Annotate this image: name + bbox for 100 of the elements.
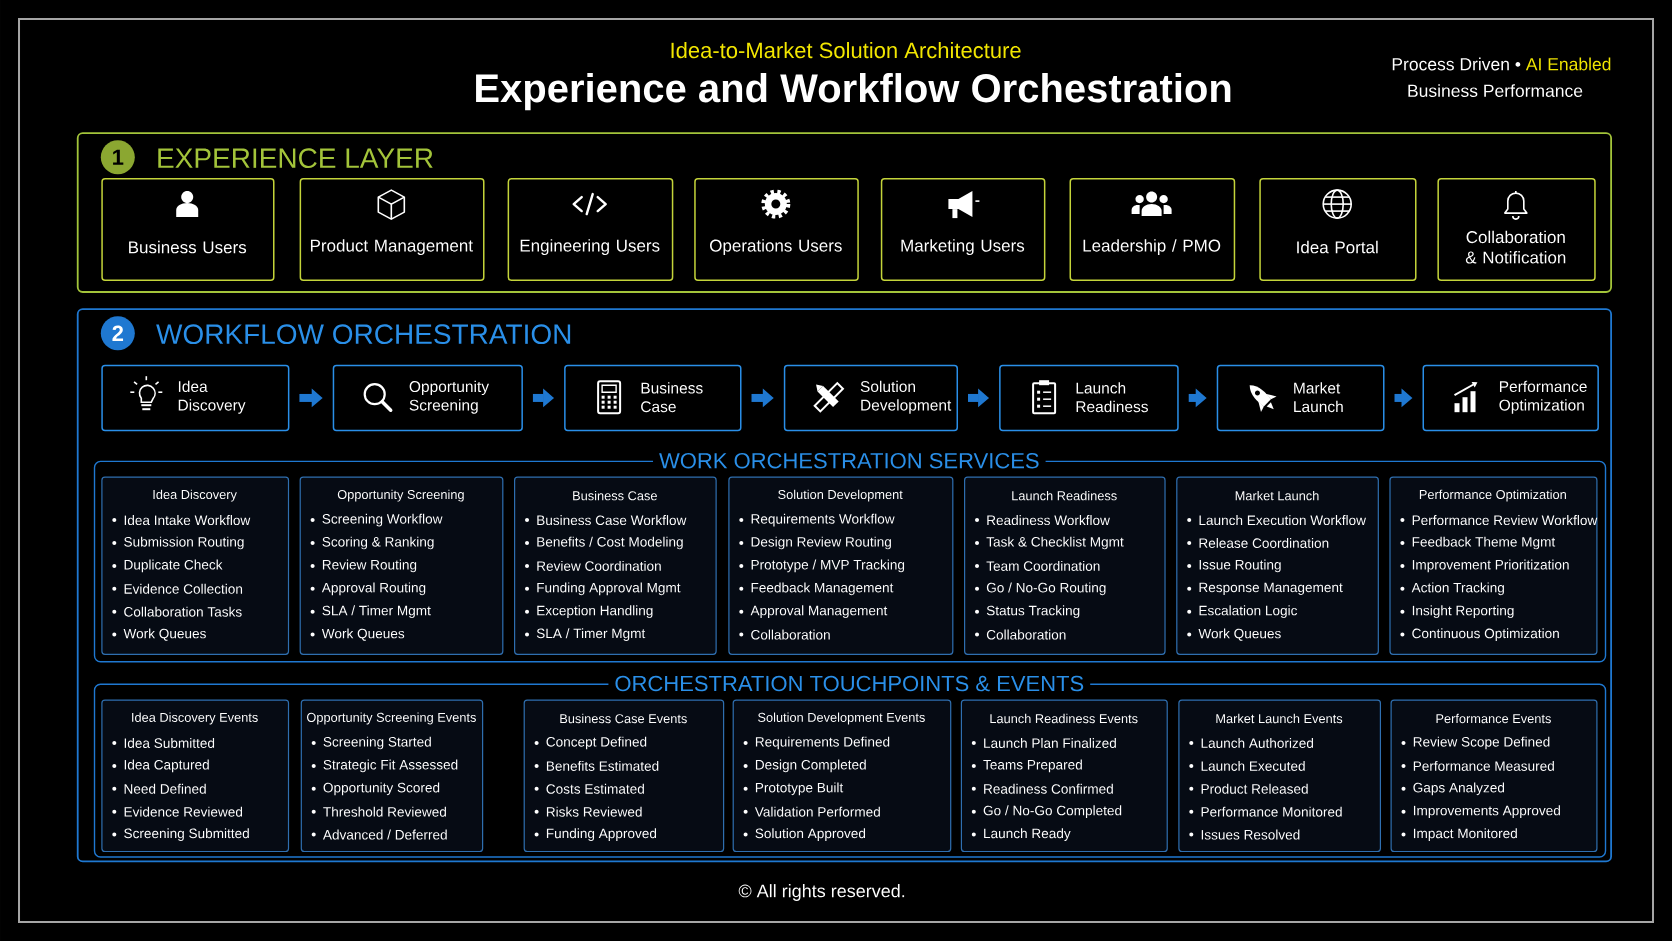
bullet-item: Issues Resolved: [1189, 829, 1300, 840]
stage-box: [1216, 364, 1385, 432]
bullet-item: Work Queues: [112, 628, 206, 641]
subtitle: Idea-to-Market Solution Architecture: [671, 42, 1021, 59]
bullet-item: Benefits Estimated: [534, 760, 659, 771]
bullet-item: Evidence Collection: [112, 583, 243, 594]
list-card: [1390, 699, 1598, 853]
bullet-item: Submission Routing: [112, 536, 244, 550]
bullet-item: Status Tracking: [975, 605, 1080, 619]
bullet-item: Go / No-Go Routing: [975, 582, 1106, 596]
bullet-item: Readiness Confirmed: [971, 783, 1113, 794]
bullet-item: Idea Intake Workflow: [112, 515, 251, 526]
bullet-item: Collaboration: [739, 629, 830, 640]
user-box: [694, 178, 859, 281]
bullet-item: Review Scope Defined: [1401, 736, 1550, 750]
bullet-item: Improvement Prioritization: [1400, 559, 1569, 573]
stage-box: [564, 364, 742, 432]
bullet-item: Impact Monitored: [1401, 828, 1517, 841]
bullet-item: Response Management: [1187, 582, 1343, 595]
bullet-item: Team Coordination: [975, 560, 1100, 571]
card-heading: Opportunity Screening Events: [307, 712, 476, 725]
bullet-item: Performance Monitored: [1189, 806, 1342, 817]
card-heading: Launch Readiness Events: [990, 713, 1138, 724]
bullet-item: Solution Approved: [743, 828, 866, 841]
bullet-item: Performance Review Workflow: [1400, 515, 1598, 526]
bullet-item: Launch Ready: [971, 828, 1071, 841]
bullet-item: Improvements Approved: [1401, 805, 1560, 819]
box-label: Marketing Users: [901, 239, 1025, 255]
user-box: [507, 178, 674, 281]
bullet-item: Feedback Management: [739, 582, 894, 596]
list-card: [514, 476, 717, 655]
box-label: Business Users: [129, 240, 247, 254]
stage-label: Idea Discovery: [178, 380, 246, 414]
box-label: Operations Users: [710, 239, 842, 255]
list-card: [300, 699, 484, 853]
box-label: Collaboration & Notification: [1465, 230, 1566, 264]
bullet-item: Threshold Reviewed: [311, 806, 446, 817]
bullet-item: Action Tracking: [1400, 582, 1504, 596]
bullet-item: Evidence Reviewed: [112, 806, 243, 817]
bullet-item: Prototype Built: [743, 782, 844, 796]
bullet-item: Continuous Optimization: [1400, 628, 1559, 641]
card-heading: Market Launch: [1235, 490, 1319, 501]
stage-box: [101, 364, 290, 432]
bullet-item: Escalation Logic: [1187, 605, 1298, 619]
user-box: [101, 178, 275, 281]
card-heading: Idea Discovery Events: [132, 712, 258, 725]
bullet-item: Concept Defined: [534, 736, 647, 750]
bullet-item: Strategic Fit Assessed: [311, 759, 458, 773]
bullet-item: Requirements Workflow: [739, 513, 895, 527]
stage-label: Business Case: [641, 382, 703, 413]
card-heading: Business Case: [573, 490, 657, 501]
number-badge: 2: [100, 316, 135, 351]
user-box: [880, 178, 1046, 281]
bullet-item: Work Queues: [1187, 628, 1281, 641]
bullet-item: Funding Approval Mgmt: [525, 582, 681, 596]
card-heading: Idea Discovery: [153, 489, 237, 502]
stage-label: Market Launch: [1294, 382, 1343, 413]
bullet-item: Launch Authorized: [1189, 738, 1313, 748]
bullet-item: Performance Measured: [1401, 760, 1554, 771]
user-box: [1437, 178, 1596, 281]
card-heading: Solution Development: [778, 489, 903, 502]
number-badge: 1: [100, 140, 135, 175]
stage-label: Opportunity Screening: [409, 380, 489, 414]
bullet-item: Funding Approved: [534, 828, 657, 841]
list-card: [728, 476, 954, 655]
card-heading: Market Launch Events: [1216, 713, 1343, 724]
box-label: Leadership / PMO: [1083, 239, 1221, 255]
stage-box: [783, 364, 958, 432]
bullet-item: Review Routing: [310, 559, 417, 573]
bullet-item: Launch Executed: [1189, 760, 1305, 771]
bullet-item: Release Coordination: [1187, 538, 1329, 548]
bullet-item: Design Review Routing: [739, 536, 891, 550]
user-box: [299, 178, 485, 281]
list-card: [1178, 699, 1381, 853]
bullet-item: Approval Routing: [310, 582, 426, 596]
bullet-item: Validation Performed: [743, 806, 880, 817]
card-heading: Performance Events: [1436, 713, 1551, 724]
stage-box: [332, 364, 523, 432]
list-card: [101, 476, 290, 655]
list-card: [523, 699, 725, 853]
bullet-item: Screening Submitted: [112, 828, 249, 841]
bullet-item: Work Queues: [310, 628, 405, 641]
bullet-item: Duplicate Check: [112, 559, 223, 573]
bullet-item: SLA / Timer Mgmt: [310, 605, 431, 619]
card-heading: Solution Development Events: [758, 712, 925, 725]
bullet-item: Exception Handling: [525, 605, 653, 619]
bullet-item: Collaboration Tasks: [112, 606, 242, 617]
list-card: [732, 699, 952, 853]
list-card: [960, 699, 1168, 853]
bullet-item: Requirements Defined: [743, 736, 890, 750]
bullet-item: Screening Workflow: [310, 513, 443, 527]
bullet-item: Need Defined: [112, 783, 206, 794]
bullet-item: Risks Reviewed: [534, 806, 642, 817]
bullet-item: Scoring & Ranking: [310, 536, 434, 550]
bullet-item: Product Released: [1189, 783, 1308, 794]
bullet-item: Task & Checklist Mgmt: [975, 536, 1124, 550]
header-text: AI Enabled: [1525, 57, 1611, 71]
stage-box: [1422, 364, 1599, 432]
bullet-item: Approval Management: [739, 605, 888, 619]
card-heading: Performance Optimization: [1419, 489, 1566, 502]
